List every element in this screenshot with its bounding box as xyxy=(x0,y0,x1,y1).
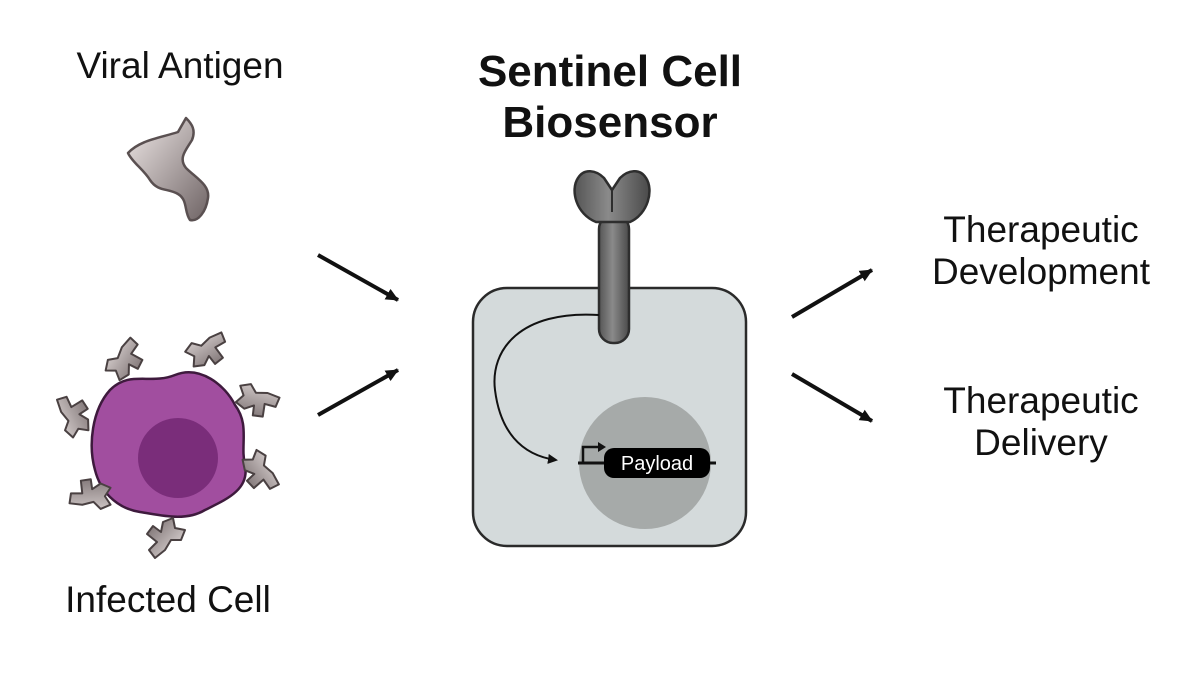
receptor-icon xyxy=(573,170,651,345)
development-label-line-1: Therapeutic xyxy=(943,209,1138,250)
development-label-line-2: Development xyxy=(932,251,1151,292)
input-arrow-infected-cell xyxy=(317,368,399,417)
delivery-label-line-2: Delivery xyxy=(974,422,1108,463)
payload-gene: Payload xyxy=(578,442,716,478)
payload-box xyxy=(604,448,710,478)
payload-label: Payload xyxy=(621,453,693,475)
title-line-2: Biosensor xyxy=(502,98,717,147)
infected-cell-label: Infected Cell xyxy=(65,579,271,620)
output-arrow-delivery xyxy=(790,372,874,423)
promoter-icon xyxy=(581,445,600,463)
input-arrow-antigen xyxy=(317,253,399,302)
signal-arrow xyxy=(493,313,600,464)
viral-antigen-label: Viral Antigen xyxy=(76,45,283,86)
title-line-1: Sentinel Cell xyxy=(478,47,742,96)
delivery-label-line-1: Therapeutic xyxy=(943,380,1138,421)
viral-antigen-icon xyxy=(126,116,210,222)
output-arrow-development xyxy=(790,268,874,319)
infected-cell-icon xyxy=(45,323,286,559)
